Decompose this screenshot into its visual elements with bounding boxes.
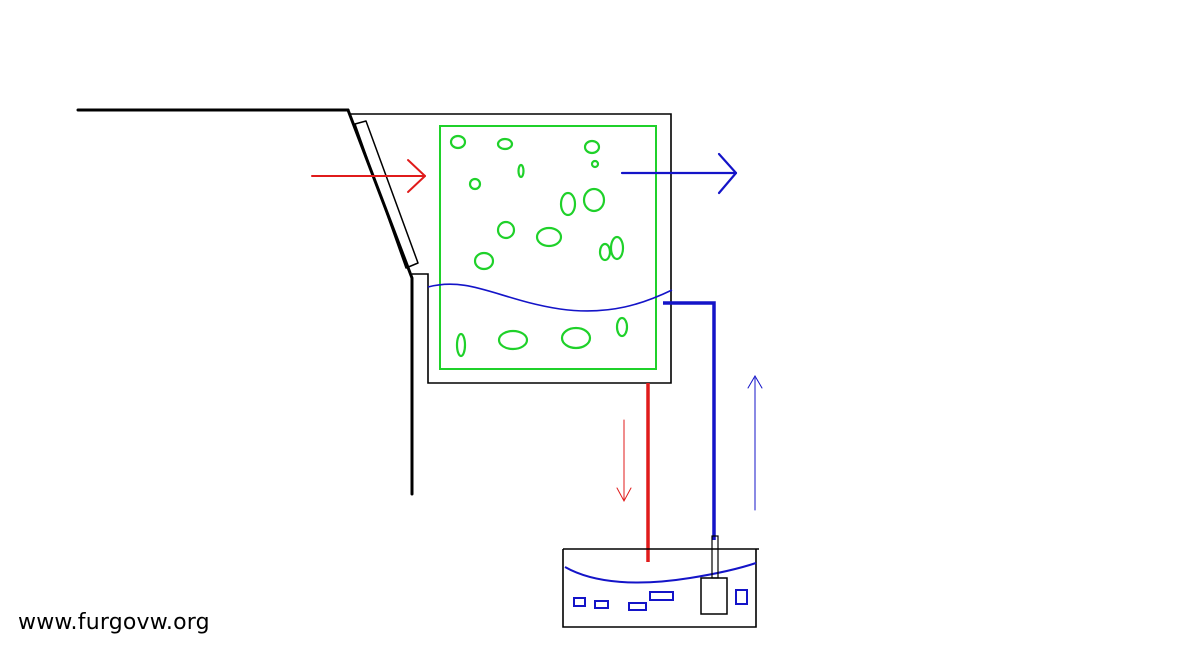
pore [497, 329, 529, 351]
stone [594, 600, 609, 609]
pore [468, 177, 482, 191]
pore [582, 187, 606, 213]
submersible-pump [700, 577, 728, 615]
wet-pad-frame [439, 125, 657, 370]
pore [496, 220, 516, 240]
stone [649, 591, 674, 601]
watermark-text: www.furgovw.org [18, 610, 210, 635]
stone [628, 602, 647, 611]
cooler-water-surface [427, 283, 673, 312]
pore [560, 326, 592, 350]
supply-flow-arrow [747, 375, 763, 511]
pore [583, 139, 601, 155]
stone [573, 597, 586, 607]
pore [590, 159, 600, 169]
wet-pad-pores [449, 134, 629, 358]
water-reservoir [562, 535, 759, 628]
cooler-housing [350, 113, 672, 384]
warm-air-in-arrow [311, 159, 426, 193]
pore [615, 316, 629, 338]
windshield-frame [354, 120, 419, 269]
reservoir-walls [562, 548, 759, 628]
drain-flow-arrow [616, 419, 632, 503]
pore [517, 163, 525, 179]
van-body-outline [76, 108, 419, 496]
reservoir-stones [573, 589, 748, 611]
pore [609, 235, 625, 261]
pore [455, 332, 467, 358]
pore [496, 137, 514, 151]
windshield-line [346, 108, 414, 496]
pump-outlet-tube [711, 535, 719, 579]
pore [449, 134, 467, 150]
reservoir-water-surface [564, 562, 757, 584]
cool-air-out-arrow [620, 152, 738, 195]
pore [559, 191, 577, 217]
supply-pipe [663, 301, 716, 540]
stone [735, 589, 748, 605]
pore [598, 242, 612, 262]
pore [473, 251, 495, 271]
pore [535, 226, 563, 248]
